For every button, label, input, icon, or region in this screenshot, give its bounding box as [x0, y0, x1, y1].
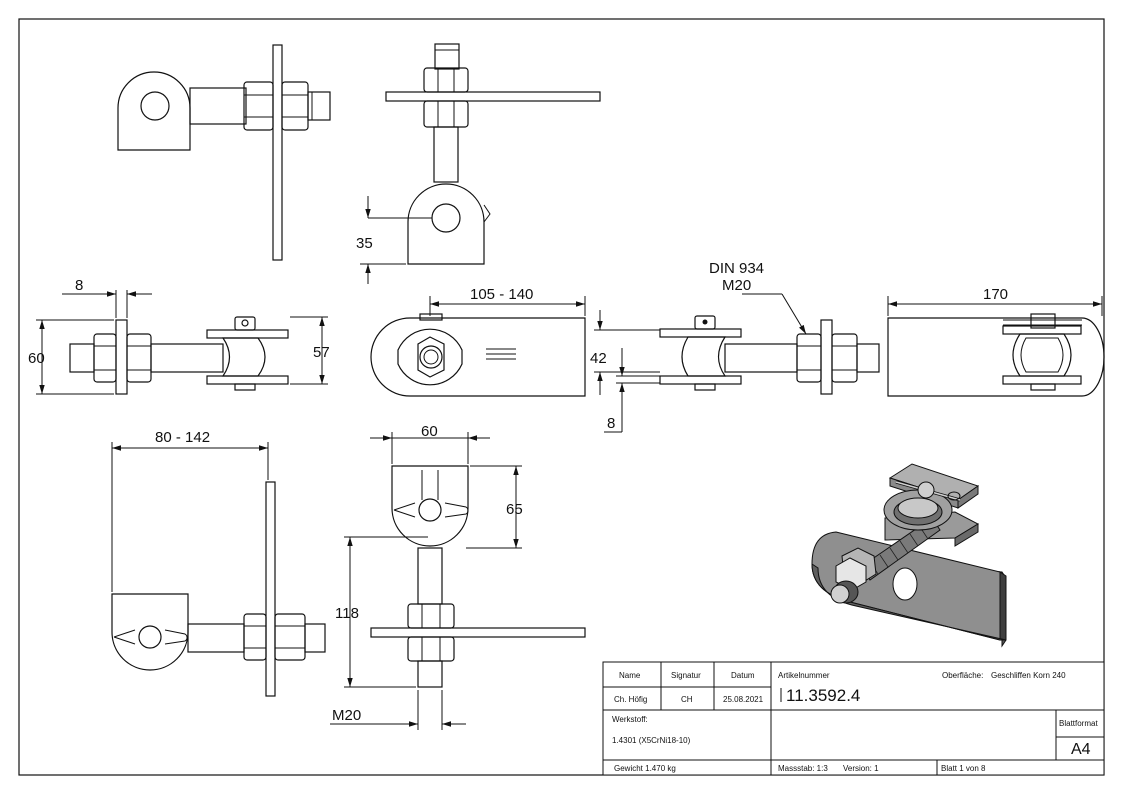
dim-105-140: 105 - 140	[470, 286, 533, 303]
label-din934: DIN 934	[709, 260, 764, 277]
tb-blattformat-label: Blattformat	[1059, 719, 1098, 728]
tb-gewicht: Gewicht 1.470 kg	[614, 764, 676, 773]
tb-artikelnummer-label: Artikelnummer	[778, 671, 830, 680]
dim-65: 65	[506, 501, 523, 518]
view-middle-left	[36, 290, 328, 395]
dim-35: 35	[356, 235, 373, 252]
tb-blatt: Blatt 1 von 8	[941, 764, 986, 773]
tb-signatur-value: CH	[681, 695, 693, 704]
label-m20-top: M20	[722, 277, 751, 294]
drawing-frame	[18, 18, 1105, 776]
dim-170: 170	[983, 286, 1008, 303]
view-plate-top	[370, 296, 660, 433]
dim-60-left: 60	[28, 350, 45, 367]
view-middle-far-right	[887, 296, 1105, 397]
tb-artikelnummer-value: 11.3592.4	[786, 686, 860, 705]
dim-60-bottom: 60	[421, 423, 438, 440]
tb-oberflaeche-value: Geschliffen Korn 240	[991, 671, 1066, 680]
view-side-top-left	[117, 44, 331, 261]
tb-blattformat-value: A4	[1071, 741, 1091, 758]
tb-werkstoff-label: Werkstoff:	[612, 715, 648, 724]
dim-42: 42	[590, 350, 607, 367]
view-bottom-center	[330, 432, 586, 730]
view-front-top-center	[360, 43, 601, 284]
dim-8-mid: 8	[607, 415, 615, 432]
tb-name-value: Ch. Höfig	[614, 695, 647, 704]
tb-signatur-header: Signatur	[671, 671, 701, 680]
dim-80-142: 80 - 142	[155, 429, 210, 446]
tb-version: Version: 1	[843, 764, 879, 773]
tb-oberflaeche-label: Oberfläche:	[942, 671, 983, 680]
tb-datum-value: 25.08.2021	[723, 695, 764, 704]
tb-datum-header: Datum	[731, 671, 755, 680]
dim-118: 118	[335, 605, 359, 622]
view-side-bottom-left	[111, 442, 326, 697]
dim-8-left: 8	[75, 277, 83, 294]
tb-massstab: Massstab: 1:3	[778, 764, 828, 773]
view-isometric	[811, 463, 1007, 648]
title-block	[602, 661, 1105, 776]
dim-m20-bottom: M20	[332, 707, 361, 724]
tb-name-header: Name	[619, 671, 641, 680]
dim-57: 57	[313, 344, 330, 361]
tb-werkstoff-value: 1.4301 (X5CrNi18-10)	[612, 736, 691, 745]
view-middle-right	[659, 293, 880, 395]
